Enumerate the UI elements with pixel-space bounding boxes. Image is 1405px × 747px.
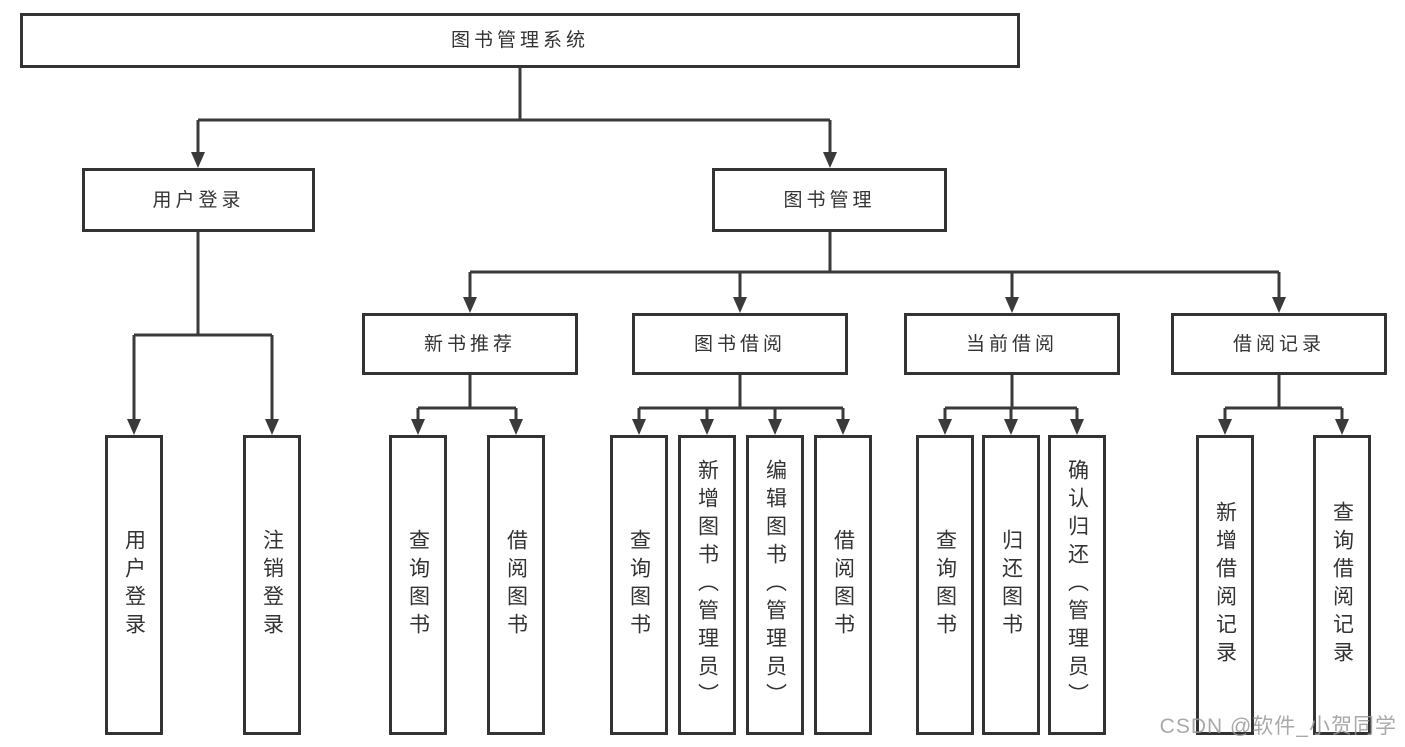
csdn-watermark: CSDN @软件_小贺同学 (1159, 715, 1397, 738)
node-label: 借阅图书 (504, 529, 528, 641)
node-label: 用户登录 (152, 189, 245, 211)
node-book-borrowing: 图书借阅 (632, 313, 848, 375)
leaf-query-books: 查询图书 (389, 435, 447, 735)
node-label: 图书管理 (783, 189, 876, 211)
node-label: 归还图书 (999, 529, 1023, 641)
leaf-query-books-borrowing: 查询图书 (610, 435, 668, 735)
node-label: 确认归还（管理员） (1065, 459, 1089, 711)
node-label: 借阅记录 (1232, 333, 1325, 355)
node-label: 查询图书 (406, 529, 430, 641)
node-label: 新书推荐 (423, 333, 516, 355)
node-current-borrowing: 当前借阅 (904, 313, 1120, 375)
node-label: 查询借阅记录 (1330, 501, 1354, 669)
node-label: 新增图书（管理员） (695, 459, 719, 711)
leaf-borrow-books: 借阅图书 (487, 435, 545, 735)
node-user-login: 用户登录 (82, 168, 315, 232)
leaf-query-borrow-record: 查询借阅记录 (1313, 435, 1371, 735)
leaf-return-books: 归还图书 (982, 435, 1040, 735)
arrowheads (127, 152, 1349, 435)
leaf-borrow-books-borrowing: 借阅图书 (814, 435, 872, 735)
node-label: 图书管理系统 (450, 30, 589, 51)
leaf-confirm-return-admin: 确认归还（管理员） (1048, 435, 1106, 735)
node-book-management: 图书管理 (712, 168, 947, 232)
node-label: 当前借阅 (965, 333, 1058, 355)
node-label: 借阅图书 (831, 529, 855, 641)
node-new-book-recommendation: 新书推荐 (362, 313, 578, 375)
node-label: 用户登录 (122, 529, 146, 641)
node-label: 编辑图书（管理员） (763, 459, 787, 711)
leaf-edit-books-admin: 编辑图书（管理员） (746, 435, 804, 735)
leaf-user-login: 用户登录 (105, 435, 163, 735)
leaf-query-books-current: 查询图书 (916, 435, 974, 735)
node-label: 图书借阅 (693, 333, 786, 355)
node-borrowing-records: 借阅记录 (1171, 313, 1387, 375)
node-label: 查询图书 (627, 529, 651, 641)
node-label: 新增借阅记录 (1213, 501, 1237, 669)
node-label: 注销登录 (260, 529, 284, 641)
node-label: 查询图书 (933, 529, 957, 641)
node-library-management-system: 图书管理系统 (20, 13, 1020, 68)
leaf-logout: 注销登录 (243, 435, 301, 735)
leaf-add-books-admin: 新增图书（管理员） (678, 435, 736, 735)
leaf-add-borrow-record: 新增借阅记录 (1196, 435, 1254, 735)
